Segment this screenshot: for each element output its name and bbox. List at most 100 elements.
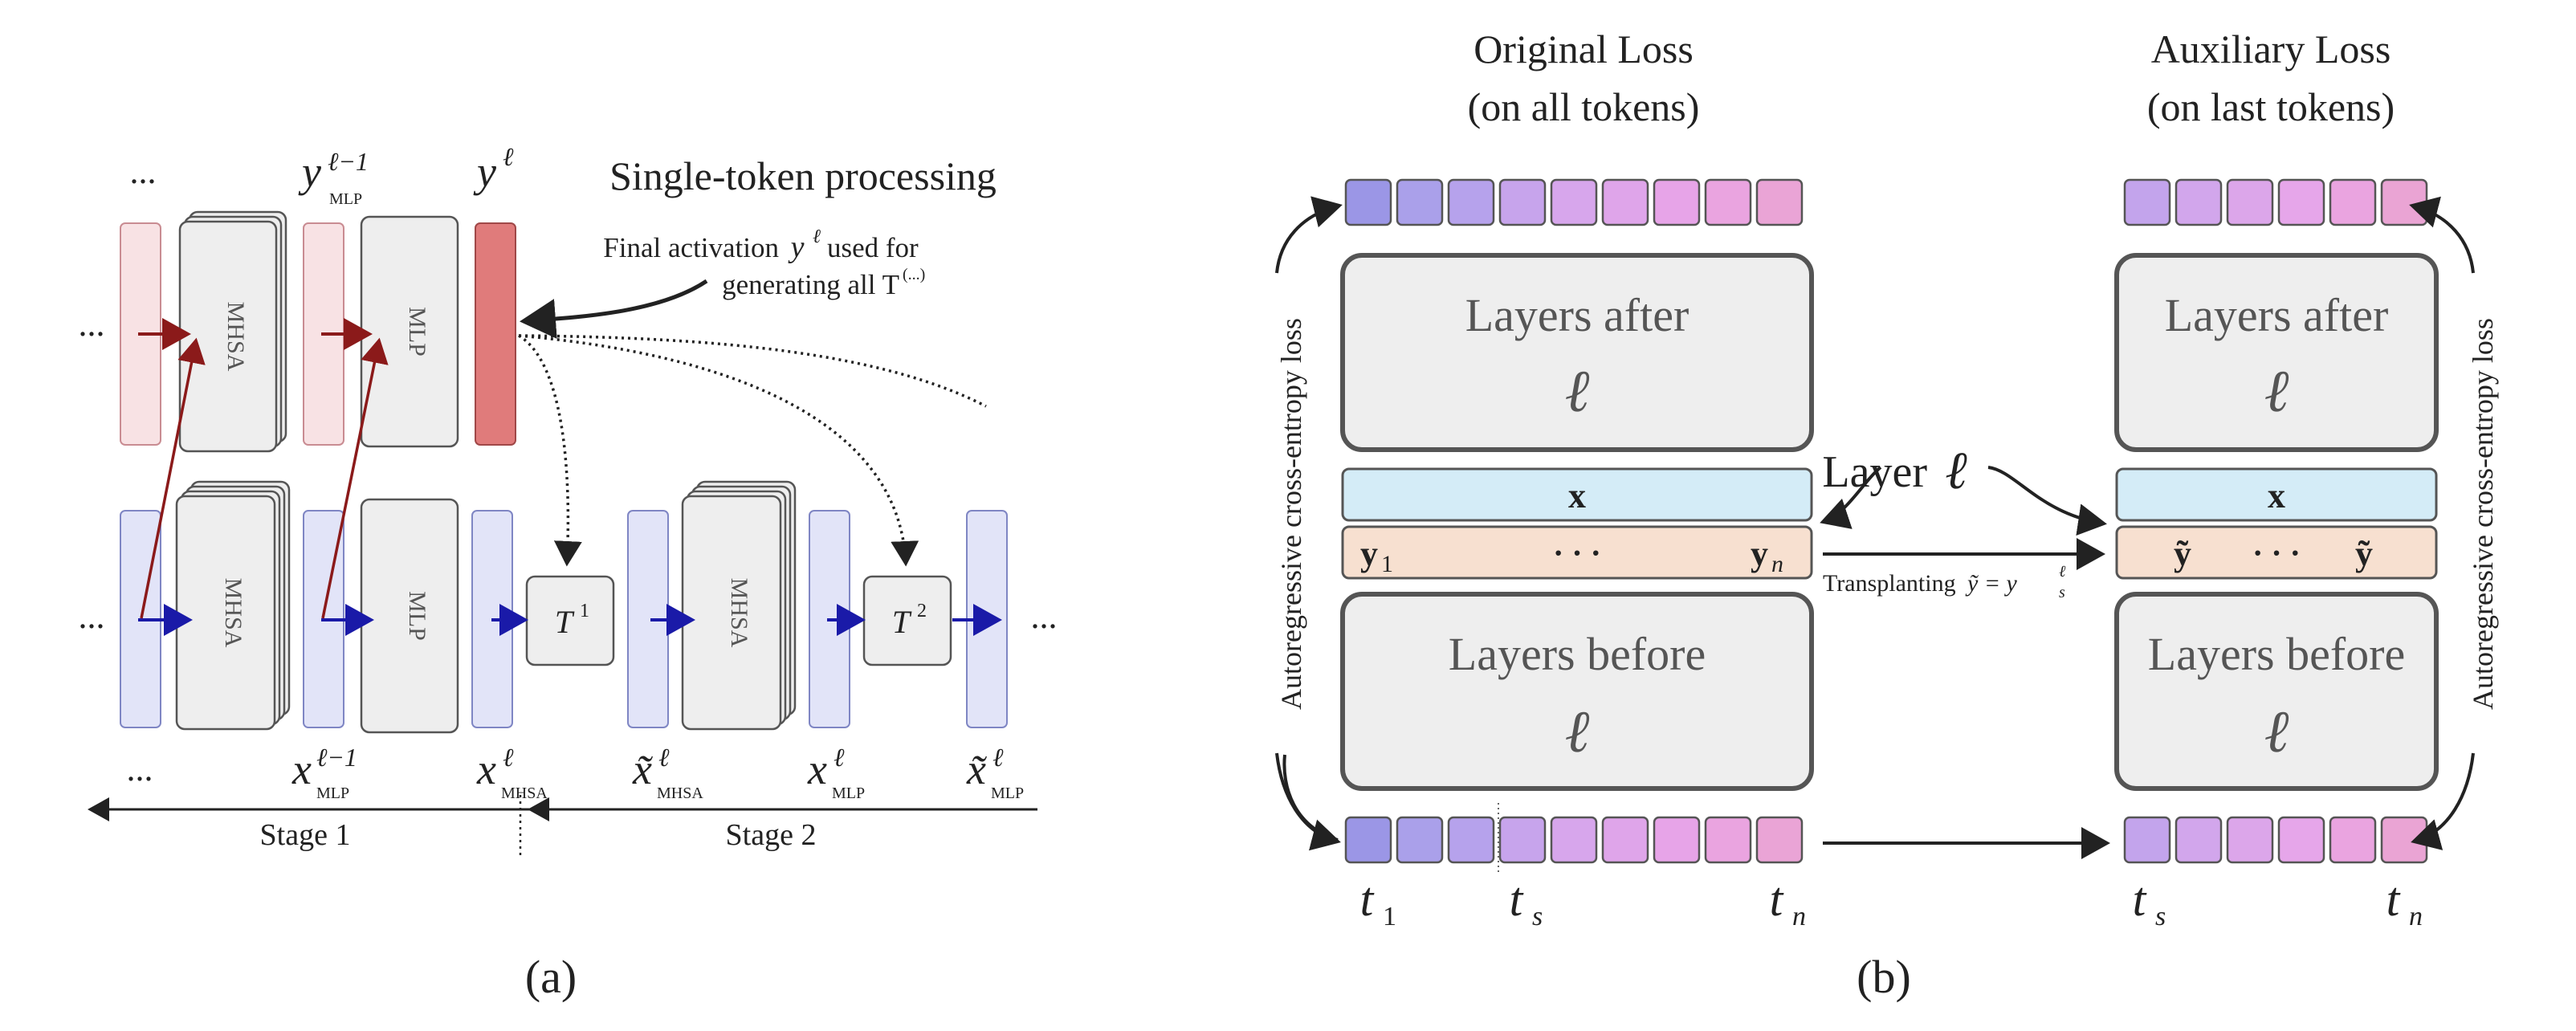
left-side-label: Autoregressive cross-entropy loss [1275, 318, 1307, 710]
orig-input-token [1396, 816, 1444, 864]
label-xt-mhsa-sub: MHSA [657, 784, 703, 802]
aux-output-tokens [2123, 178, 2428, 226]
mhsa-stage2-label: MHSA [726, 578, 752, 648]
panel-a-title: Single-token processing [609, 153, 997, 198]
aux-output-token [2123, 178, 2171, 226]
orig-y1: y [1360, 534, 1378, 573]
mhsa-bottom-label: MHSA [220, 578, 247, 648]
orig-y1-sub: 1 [1381, 551, 1393, 577]
orig-y-bar [1341, 525, 1813, 580]
original-title-2: (on all tokens) [1468, 84, 1700, 129]
t1-sup: 1 [580, 601, 589, 621]
bottom-dots: ... [127, 749, 153, 789]
transplant-sub: s [2059, 584, 2065, 601]
transplant-sup: ℓ [2059, 563, 2066, 581]
label-x-mlp-base: x [807, 745, 827, 793]
t2-sup: 2 [917, 601, 927, 621]
tn-index-sub: n [1792, 902, 1806, 931]
panel-b: Original Loss (on all tokens) Auxiliary … [1275, 26, 2499, 1003]
tn-aux-index-sub: n [2409, 902, 2423, 931]
orig-output-token [1653, 178, 1701, 226]
aux-title-2: (on last tokens) [2147, 84, 2395, 129]
orig-layers-after-ell: ℓ [1565, 359, 1590, 425]
mlp-bottom-label: MLP [404, 591, 430, 641]
orig-x-label: x [1568, 476, 1586, 516]
label-x-mlp-prev-sup: ℓ−1 [316, 743, 357, 772]
dotted-arrow-t1 [518, 334, 582, 567]
layer-arrow-right [1987, 466, 2107, 536]
orig-layers-before [1340, 592, 1814, 791]
layer-ell: ℓ [1945, 442, 1967, 500]
aux-layers-before [2114, 592, 2439, 791]
orig-layers-after-label: Layers after [1465, 289, 1689, 341]
transplant-text: Transplanting [1823, 570, 1956, 597]
orig-input-token [1498, 816, 1547, 864]
t1-label: T [555, 604, 575, 640]
aux-y-dots: · · · [2252, 535, 2301, 571]
aux-output-token [2380, 178, 2428, 226]
tn-index: t [1770, 873, 1784, 926]
aux-layers-before-label: Layers before [2148, 628, 2405, 680]
caption-b: (b) [1857, 951, 1911, 1003]
right-loss-arrow-lower [2411, 752, 2475, 850]
annotation-line1-sup: ℓ [813, 226, 821, 247]
orig-input-token [1601, 816, 1649, 864]
aux-ytilde-1: ỹ [2174, 534, 2191, 573]
ts-index: t [1510, 873, 1524, 926]
orig-input-token [1704, 816, 1752, 864]
transplant-eq: ỹ = y [1965, 570, 2018, 597]
orig-layers-before-ell: ℓ [1565, 699, 1590, 765]
label-x-mhsa-base: x [476, 745, 496, 793]
final-activation-bar [475, 222, 516, 446]
label-xt-mhsa-sup: ℓ [658, 743, 670, 772]
orig-output-token [1704, 178, 1752, 226]
orig-layers-before-label: Layers before [1449, 628, 1706, 680]
aux-x-bar [2115, 467, 2438, 522]
orig-input-token [1755, 816, 1804, 864]
t1-index-sub: 1 [1383, 902, 1396, 931]
y-prev-label: y [298, 148, 321, 196]
ts-aux-index-sub: s [2155, 902, 2166, 931]
label-x-mlp-sub: MLP [832, 784, 865, 802]
annotation-line2: generating all T [722, 269, 899, 300]
aux-input-token [2329, 816, 2377, 864]
original-output-tokens [1344, 178, 1804, 226]
cross-arrow-2 [321, 337, 389, 619]
orig-output-token [1755, 178, 1804, 226]
label-xt-mlp-sub: MLP [991, 784, 1024, 802]
orig-x-bar [1341, 467, 1813, 522]
aux-layers-before-ell: ℓ [2264, 699, 2289, 765]
aux-ytilde-2: ỹ [2355, 534, 2373, 573]
label-xt-mlp-sup: ℓ [992, 743, 1004, 772]
ts-aux-index: t [2133, 873, 2147, 926]
label-xt-mlp-base: x̃ [966, 745, 988, 793]
aux-title-1: Auxiliary Loss [2151, 26, 2391, 71]
aux-layers-after-ell: ℓ [2264, 359, 2289, 425]
layer-arrow-left [1820, 466, 1882, 529]
label-x-mlp-prev-base: x [291, 745, 312, 793]
tn-aux-index: t [2386, 873, 2401, 926]
y-cur-label: y [473, 148, 496, 196]
caption-a: (a) [525, 951, 577, 1003]
annotation-line1-var: y [788, 230, 805, 264]
panel-a-annotation: Final activation y ℓ used for generating… [603, 226, 925, 300]
annotation-line2-sup: (...) [903, 266, 925, 283]
annotation-line1-prefix: Final activation [603, 232, 779, 263]
aux-output-token [2175, 178, 2223, 226]
orig-output-token [1601, 178, 1649, 226]
t1-index: t [1360, 873, 1375, 926]
aux-input-token [2123, 816, 2171, 864]
ts-index-sub: s [1532, 902, 1543, 931]
orig-output-token [1447, 178, 1495, 226]
panel-a: Single-token processing Final activation… [79, 142, 1058, 1003]
left-loss-arrow-upper [1275, 196, 1343, 274]
aux-output-token [2329, 178, 2377, 226]
top-dots: ... [130, 152, 157, 191]
aux-layers-after-label: Layers after [2165, 289, 2389, 341]
label-xt-mhsa-base: x̃ [632, 745, 654, 793]
orig-output-token [1344, 178, 1392, 226]
aux-input-token [2226, 816, 2274, 864]
label-x-mlp: x ℓ MLP [807, 743, 865, 802]
stage1-label: Stage 1 [260, 818, 351, 852]
